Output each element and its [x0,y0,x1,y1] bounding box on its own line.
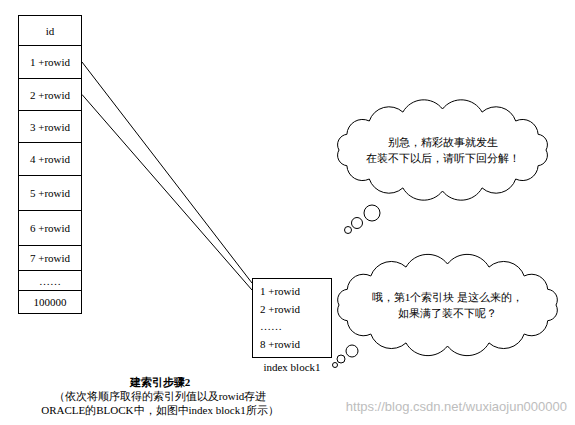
thought-bubble [346,345,358,357]
thought-bubble [352,218,363,229]
column-header-cell: id [18,15,82,46]
index-entry-cell: 2 +rowid [18,78,82,111]
cell-text: 2 +rowid [30,89,70,101]
index-entry-cell: 6 +rowid [18,210,82,246]
cloud-outline [330,255,565,355]
cloud-path [338,100,548,200]
connector-line [82,95,252,291]
cell-text: 4 +rowid [30,153,70,165]
step-title: 建索引步骤2 [130,375,191,389]
thought-bubble [345,227,352,234]
index-entry-cell: 7 +rowid [18,245,82,271]
thought-cloud: 别急，精彩故事就发生 在装不下以后，请听下回分解！ [330,100,555,200]
step-caption: （依次将顺序取得的索引列值以及rowid存进 ORACLE的BLOCK中，如图中… [36,389,285,418]
index-entry-cell: 1 +rowid [18,45,82,79]
cloud-text: 哦，第1个索引块 是这么来的，如果满了装不下呢？ [363,289,532,322]
cell-text: 6 +rowid [30,222,70,234]
connector-line [82,62,252,283]
cell-text: 5 +rowid [30,187,70,199]
cell-text: 3 +rowid [30,121,70,133]
index-entry-cell: 4 +rowid [18,142,82,176]
index-entry-text: 1 +rowid [260,283,324,301]
cell-text: id [46,25,55,37]
index-entry-cell: …… [18,270,82,291]
index-entry-text: 2 +rowid [260,301,324,319]
block-label: index block1 [250,361,334,373]
cloud-path [338,254,558,355]
index-entry-cell: 5 +rowid [18,175,82,211]
index-entry-cell: 3 +rowid [18,110,82,143]
thought-cloud: 哦，第1个索引块 是这么来的，如果满了装不下呢？ [330,255,565,355]
index-entry-cell: 100000 [18,290,82,314]
index-block-box: 1 +rowid2 +rowid……8 +rowid [252,278,332,358]
index-block: 1 +rowid2 +rowid……8 +rowid index block1 [250,278,334,373]
cell-text: 1 +rowid [30,56,70,68]
thought-bubble [337,355,345,363]
thought-bubble [333,363,338,368]
cell-text: 7 +rowid [30,252,70,264]
cloud-text: 别急，精彩故事就发生 在装不下以后，请听下回分解！ [362,134,523,167]
cell-text: 100000 [34,296,67,308]
cloud-outline [330,100,555,200]
cell-text: …… [39,275,61,287]
index-entry-text: 8 +rowid [260,336,324,354]
index-entry-text: …… [260,318,324,336]
watermark: https://blog.csdn.net/wuxiaojun000000 [346,399,567,414]
thought-bubble [364,205,380,221]
